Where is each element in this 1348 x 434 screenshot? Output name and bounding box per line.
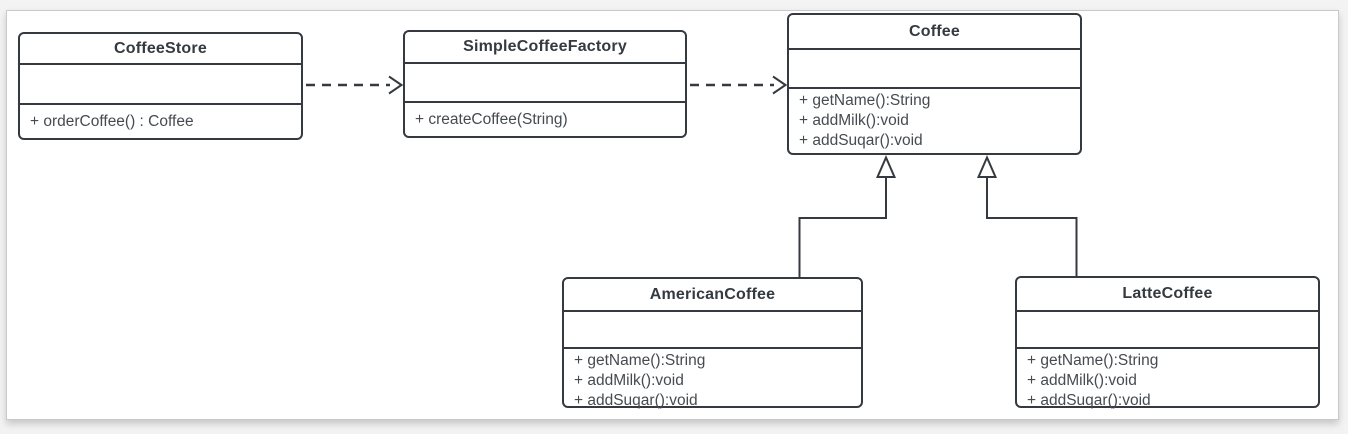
class-node-coffeestore[interactable]: CoffeeStore + orderCoffee() : Coffee — [18, 32, 303, 140]
class-methods-compartment: + createCoffee(String) — [405, 103, 685, 136]
class-title: AmericanCoffee — [564, 279, 861, 312]
class-method: + getName():String — [1027, 352, 1159, 369]
class-method: + orderCoffee() : Coffee — [30, 112, 194, 130]
class-attributes-compartment — [20, 65, 301, 105]
class-node-simplecoffeefactory[interactable]: SimpleCoffeeFactory + createCoffee(Strin… — [403, 30, 687, 138]
class-title: SimpleCoffeeFactory — [405, 32, 685, 64]
class-method: + getName():String — [799, 92, 931, 109]
class-attributes-compartment — [789, 50, 1080, 89]
class-methods-compartment: + getName():String + addMilk():void + ad… — [1017, 349, 1318, 413]
class-method: + addSuqar():void — [799, 132, 923, 149]
class-attributes-compartment — [405, 64, 685, 103]
class-method: + addMilk():void — [574, 372, 684, 389]
class-title: LatteCoffee — [1017, 278, 1318, 312]
class-node-lattecoffee[interactable]: LatteCoffee + getName():String + addMilk… — [1015, 276, 1320, 409]
class-method: + createCoffee(String) — [415, 110, 568, 128]
class-method: + addSuqar():void — [1027, 392, 1151, 409]
class-methods-compartment: + getName():String + addMilk():void + ad… — [564, 349, 861, 413]
class-method: + addSuqar():void — [574, 392, 698, 409]
class-node-coffee[interactable]: Coffee + getName():String + addMilk():vo… — [787, 13, 1082, 155]
class-methods-compartment: + getName():String + addMilk():void + ad… — [789, 89, 1080, 153]
class-attributes-compartment — [1017, 312, 1318, 349]
class-node-americancoffee[interactable]: AmericanCoffee + getName():String + addM… — [562, 277, 863, 409]
class-title: Coffee — [789, 15, 1080, 50]
class-method: + addMilk():void — [1027, 372, 1137, 389]
class-method: + addMilk():void — [799, 112, 909, 129]
class-attributes-compartment — [564, 312, 861, 349]
class-method: + getName():String — [574, 352, 706, 369]
class-title: CoffeeStore — [20, 34, 301, 65]
class-methods-compartment: + orderCoffee() : Coffee — [20, 105, 301, 138]
